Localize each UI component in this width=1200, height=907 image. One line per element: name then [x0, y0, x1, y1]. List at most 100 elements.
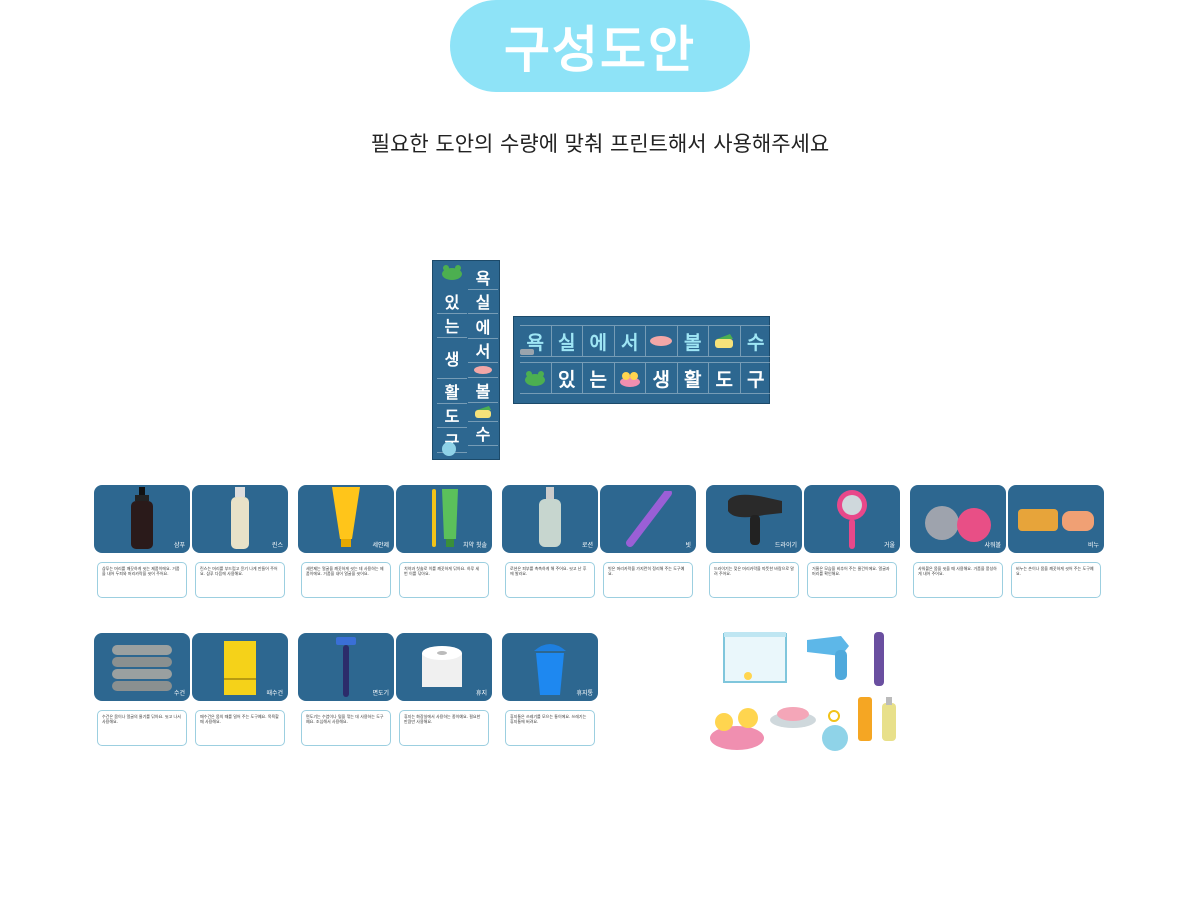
- card-label: 드라이기: [774, 542, 797, 549]
- card-shower-puff: 샤워볼: [910, 485, 1006, 553]
- sponge-icon: [709, 325, 741, 357]
- duck-basin-icon: [614, 362, 646, 394]
- comb-icon: [626, 491, 672, 547]
- duck-basin-icon: [710, 708, 764, 750]
- card-label: 린스: [271, 542, 283, 549]
- card-toothpaste: 치약 칫솔: [396, 485, 492, 553]
- banner-char: 있: [437, 289, 467, 314]
- card-label: 샤워볼: [984, 542, 1001, 549]
- card-label: 휴지통: [576, 690, 593, 697]
- hand-mirror-icon: [837, 490, 867, 549]
- card-label: 휴지: [475, 690, 487, 697]
- card-description: 샴푸는 머리를 깨끗하게 씻는 제품이에요. 거품을 내어 두피와 머리카락을 …: [97, 562, 187, 598]
- card-description: 세안제는 얼굴을 깨끗하게 씻는 데 사용하는 제품이에요. 거품을 내어 얼굴…: [301, 562, 391, 598]
- shower-puff-icon: [442, 442, 456, 456]
- hair-dryer-icon: [807, 636, 849, 680]
- card-description: 휴지는 화장실에서 사용하는 종이예요. 필요한 만큼만 사용해요.: [399, 710, 489, 746]
- frog-icon: [442, 265, 462, 280]
- soap-icon: [468, 363, 498, 378]
- card-trash-bin: 휴지통: [502, 633, 598, 701]
- banner-char: 는: [437, 314, 467, 338]
- card-hair-dryer: 드라이기: [706, 485, 802, 553]
- toilet-paper-icon: [422, 646, 462, 687]
- card-label: 치약 칫솔: [463, 542, 487, 549]
- section-title-pill: 구성도안: [450, 0, 750, 92]
- banner-column-right: 욕 실 에 서 볼 수: [468, 265, 498, 446]
- card-description: 비누는 손이나 몸을 깨끗하게 씻어 주는 도구예요.: [1011, 562, 1101, 598]
- vertical-title-banner: 있 는 생 활 도 구 욕 실 에 서 볼 수: [432, 260, 500, 460]
- card-towel: 수건: [94, 633, 190, 701]
- face-wash-tube-icon: [332, 487, 360, 547]
- card-shampoo: 샴푸: [94, 485, 190, 553]
- card-description: 샤워볼은 몸을 씻을 때 사용해요. 거품을 풍성하게 내어 주어요.: [913, 562, 1003, 598]
- banner-char: 서: [614, 325, 646, 357]
- toothbrush-toothpaste-icon: [432, 489, 458, 547]
- towel-stack-icon: [112, 645, 172, 691]
- trash-bin-icon: [534, 644, 566, 695]
- banner-char: 구: [740, 362, 772, 394]
- card-description: 거울은 모습을 비추어 주는 물건이에요. 얼굴과 머리를 확인해요.: [807, 562, 897, 598]
- banner-char: 도: [437, 404, 467, 428]
- banner-char: 활: [677, 362, 709, 394]
- banner-char: 수: [468, 422, 498, 446]
- instruction-text: 필요한 도안의 수량에 맞춰 프린트해서 사용해주세요: [370, 132, 830, 156]
- card-description: 드라이기는 젖은 머리카락을 따뜻한 바람으로 말려 주어요.: [709, 562, 799, 598]
- soap-icon: [1018, 509, 1094, 531]
- card-label: 면도기: [372, 690, 389, 697]
- card-description: 면도기는 수염이나 털을 깎는 데 사용하는 도구예요. 조심해서 사용해요.: [301, 710, 391, 746]
- card-label: 로션: [581, 542, 593, 549]
- card-description: 수건은 몸이나 얼굴의 물기를 닦아요. 씻고 나서 사용해요.: [97, 710, 187, 746]
- banner-column-left: 있 는 생 활 도 구: [437, 289, 467, 453]
- banner-char: 서: [468, 339, 498, 363]
- banner-row-1: 욕 실 에 서 볼 수: [520, 325, 772, 357]
- horizontal-title-banner: 욕 실 에 서 볼 수 있 는 생 활 도 구: [513, 316, 772, 404]
- section-title: 구성도안: [504, 21, 696, 79]
- card-label: 비누: [1087, 542, 1099, 549]
- card-razor: 면도기: [298, 633, 394, 701]
- banner-char: 는: [583, 362, 615, 394]
- banner-char: 실: [468, 290, 498, 314]
- shower-head-icon: [520, 349, 534, 355]
- card-face-wash: 세안제: [298, 485, 394, 553]
- scrub-towel-icon: [224, 641, 256, 695]
- banner-char: 활: [437, 379, 467, 404]
- hair-dryer-icon: [728, 494, 782, 545]
- card-soap: 비누: [1008, 485, 1104, 553]
- frog-icon: [520, 362, 552, 394]
- card-label: 빗: [685, 542, 691, 549]
- conditioner-bottle-icon: [231, 487, 249, 549]
- card-label: 샴푸: [173, 542, 185, 549]
- card-description: 빗은 머리카락을 가지런히 정리해 주는 도구예요.: [603, 562, 693, 598]
- banner-char: 생: [646, 362, 678, 394]
- sponge-icon: [468, 403, 498, 422]
- banner-char: 실: [551, 325, 583, 357]
- lotion-bottle-icon: [539, 487, 561, 547]
- banner-char: 도: [709, 362, 741, 394]
- banner-char: 에: [583, 325, 615, 357]
- card-mirror: 거울: [804, 485, 900, 553]
- shampoo-bottle-icon: [131, 487, 153, 549]
- banner-char: 욕: [520, 325, 552, 357]
- banner-char: 볼: [677, 325, 709, 357]
- card-conditioner: 린스: [192, 485, 288, 553]
- card-description: 로션은 피부를 촉촉하게 해 주어요. 씻고 난 후에 발라요.: [505, 562, 595, 598]
- card-toilet-paper: 휴지: [396, 633, 492, 701]
- shower-puff-icon: [925, 506, 991, 542]
- card-lotion: 로션: [502, 485, 598, 553]
- soap-icon: [646, 325, 678, 357]
- bathtub-icon: [723, 632, 787, 683]
- card-label: 수건: [173, 690, 185, 697]
- shower-puff-icon: [822, 710, 848, 751]
- bottles-icon: [858, 697, 896, 741]
- banner-char: 수: [740, 325, 772, 357]
- comb-icon: [874, 632, 884, 686]
- banner-char: 욕: [468, 265, 498, 290]
- banner-char: 볼: [468, 378, 498, 403]
- card-description: 린스는 머리를 부드럽고 윤기 나게 만들어 주어요. 샴푸 다음에 사용해요.: [195, 562, 285, 598]
- card-label: 거울: [883, 542, 895, 549]
- banner-row-2: 있 는 생 활 도 구: [520, 362, 772, 394]
- card-scrub-towel: 때수건: [192, 633, 288, 701]
- banner-char: 에: [468, 314, 498, 339]
- card-description: 휴지통은 쓰레기를 모으는 통이에요. 쓰레기는 휴지통에 버려요.: [505, 710, 595, 746]
- banner-char: 있: [551, 362, 583, 394]
